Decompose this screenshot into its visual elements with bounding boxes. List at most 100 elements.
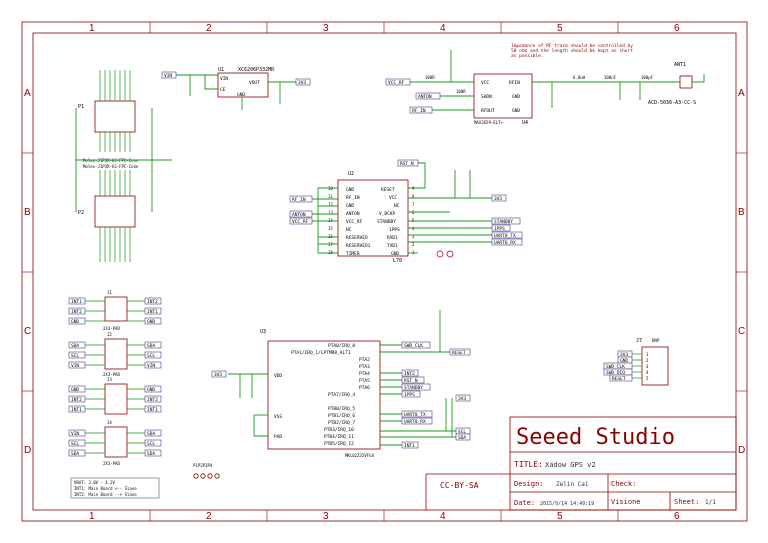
u1-part: XC6206P332MR xyxy=(238,67,275,73)
u2-pin: TXD1 xyxy=(387,243,398,249)
row-label: A xyxy=(24,88,31,99)
u1-pin-vout: VOUT xyxy=(249,80,260,86)
j7-pin: 1 xyxy=(646,352,649,357)
l1-value: 6.8nH xyxy=(573,75,586,80)
u2-pin: NC xyxy=(394,203,400,209)
j7-pin: 2 xyxy=(646,358,649,363)
net-rst-u3: RST_N xyxy=(404,378,418,384)
sheet-label: Sheet: xyxy=(674,498,699,506)
row-label: D xyxy=(24,445,31,456)
u3-pin: PTA1/IRQ_1/LPTMR0_ALT1 xyxy=(291,350,351,356)
net-uart-rx-u3: UART0_RX xyxy=(404,419,426,425)
net-3v3-u3: 3V3 xyxy=(214,372,222,378)
mcu: U3 MKL02Z32VFG4 VDD VSS PAD PTA0/IRQ_0 P… xyxy=(211,310,471,458)
net-vin-j2r: VIN xyxy=(147,363,155,369)
company-name: Seeed Studio xyxy=(516,425,675,450)
u2-part: L70 xyxy=(393,258,402,264)
net-1pps-u2: 1PPS xyxy=(494,226,505,232)
j2-ref: J2 xyxy=(107,332,112,337)
net-scl-j2r: SCL xyxy=(147,353,155,359)
check-label: Check: xyxy=(611,480,636,488)
j7-ref: J7 xyxy=(636,338,642,344)
u2-pin-num: 16 xyxy=(328,234,333,239)
c6-value: 100pF xyxy=(641,75,654,80)
outer-frame xyxy=(21,21,748,522)
license-text: CC-BY-SA xyxy=(440,481,479,490)
p1-ref: P1 xyxy=(78,104,84,110)
u2-pin-num: 17 xyxy=(328,242,333,247)
u3-pin-pad: PAD xyxy=(274,434,282,440)
net-rf-in-u2: RF_IN xyxy=(292,197,306,203)
net-anton: ANTON xyxy=(418,94,432,100)
u2-pin-num: 2 xyxy=(412,242,415,247)
sheet-value: 1/1 xyxy=(705,499,716,506)
note-int1: INT1: Main Board <-- Slave xyxy=(74,486,137,491)
net-gnd-j3: GND xyxy=(71,387,79,393)
j3-ref: J3 xyxy=(107,377,112,382)
col-label: 5 xyxy=(557,23,563,34)
u2-pin: VCC_RF xyxy=(346,219,363,225)
u1-pin-gnd: GND xyxy=(237,92,245,98)
ant-part: ACD-5036-A3-CC-S xyxy=(648,100,696,106)
col-label: 2 xyxy=(206,23,212,34)
column-labels-bottom: 1 2 3 4 5 6 xyxy=(89,511,680,522)
net-3v3-pullup: 3V3 xyxy=(458,396,466,402)
net-uart-tx-u3: UART0_TX xyxy=(404,412,426,418)
net-uart-rx-u2: UART0_RX xyxy=(494,240,516,246)
u2-pin-num: 12 xyxy=(328,202,333,207)
rf-note-line2: 50 ohm and the length should be kept as … xyxy=(511,48,633,54)
net-swd-clk-j7: SWD_CLK xyxy=(606,364,625,370)
u2-ref: U2 xyxy=(348,171,354,177)
row-labels-right: A B C D xyxy=(738,88,745,456)
net-standby-u3: STANDBY xyxy=(404,385,423,391)
u3-pin-vdd: VDD xyxy=(274,373,282,379)
u2-pin: GND xyxy=(346,187,354,193)
u3-pin: PTA0/IRQ_0 xyxy=(328,343,355,349)
net-vin: VIN xyxy=(164,73,172,79)
supply-notes: VBAT: 3.0V - 4.2V INT1: Main Board <-- S… xyxy=(70,477,160,499)
u2-pin: 1PPS xyxy=(389,227,400,233)
u4-pin-gnd1: GND xyxy=(512,94,520,100)
net-vin-j2: VIN xyxy=(71,363,79,369)
c5-value: 100nF xyxy=(604,75,617,80)
net-standby-u2: STANDBY xyxy=(494,219,513,225)
net-scl-j4: SCL xyxy=(71,441,79,447)
title-value: Xadow GPS v2 xyxy=(545,461,596,469)
row-label: A xyxy=(738,88,745,99)
u3-pin: PTB5/IRQ_12 xyxy=(324,441,354,447)
row-label: D xyxy=(738,445,745,456)
j7-part: DNP xyxy=(652,338,660,343)
u2-left-nums: 10 11 12 13 14 15 16 17 18 xyxy=(328,186,333,255)
j7-pin: 3 xyxy=(646,364,649,369)
u2-right-pins: RESET VCC NC V_BCKP STANDBY 1PPS RXD1 TX… xyxy=(377,187,400,257)
u3-pin: PTA6 xyxy=(359,385,370,391)
note-int2: INT2: Main Board --> Slave xyxy=(74,492,137,497)
p2-ref: P2 xyxy=(78,210,84,216)
row-labels-left: A B C D xyxy=(24,88,31,456)
u2-pin-num: 14 xyxy=(328,218,333,223)
u2-pin: RF_IN xyxy=(346,195,360,201)
rf-amplifier: Impedance of RF trace should be controll… xyxy=(385,43,660,126)
zone-grid xyxy=(22,22,747,521)
u3-pin: PTB2/IRQ_7 xyxy=(328,420,355,426)
net-int1-j3r: INT1 xyxy=(147,407,158,413)
u4-pin-rfin: RFIN xyxy=(509,80,520,86)
col-label: 6 xyxy=(674,23,680,34)
j7-pin: 4 xyxy=(646,370,649,375)
u2-pin: GND xyxy=(346,203,354,209)
col-label: 1 xyxy=(89,23,95,34)
u4-pin-rfout: RFOUT xyxy=(481,108,495,114)
net-swd-dio-j7: SWD_DIO xyxy=(606,370,625,376)
u2-pin-num: 7 xyxy=(412,202,415,207)
u2-pin-num: 8 xyxy=(412,194,415,199)
net-gnd-j1: GND xyxy=(71,319,79,325)
net-vcc-rf: VCC_RF xyxy=(388,80,405,86)
net-uart-tx-u2: UART0_TX xyxy=(494,233,516,239)
u3-right-pins: PTA0/IRQ_0 PTA1/IRQ_1/LPTMR0_ALT1 PTA2 P… xyxy=(291,343,370,447)
col-label: 1 xyxy=(89,511,95,522)
net-reset-u3: RESET xyxy=(452,350,466,356)
design-value: Zelin Cai xyxy=(556,481,589,488)
u2-pin-num: 4 xyxy=(412,226,415,231)
r-anton-value: 100R xyxy=(456,89,466,94)
